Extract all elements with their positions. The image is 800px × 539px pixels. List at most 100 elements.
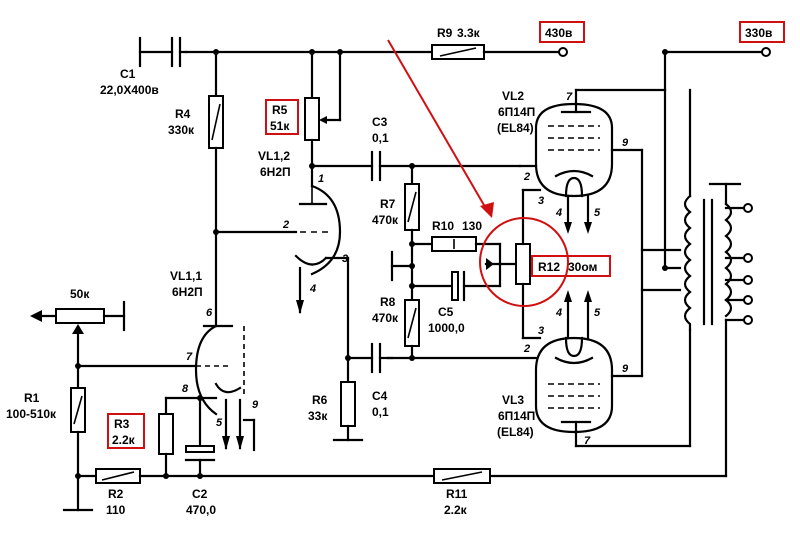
r12-highlight-circle (479, 217, 569, 307)
c3-ref: C3 (372, 115, 388, 129)
r5-label-box (265, 99, 299, 135)
vl12-pin2: 2 (282, 219, 289, 231)
r6-value: 33к (308, 409, 328, 423)
vl3-pin9: 9 (622, 363, 629, 375)
vl2-pin2: 2 (523, 171, 530, 183)
vl11-pin8: 8 (182, 383, 189, 395)
r7-ref: R7 (380, 197, 396, 211)
c1-ref: C1 (120, 67, 136, 81)
vl3-pin2: 2 (523, 343, 530, 355)
pointer-arrow (387, 39, 489, 213)
terminal-430v (558, 47, 568, 57)
r10-resistor (431, 236, 477, 252)
r3-ref: R3 (114, 417, 130, 431)
junction-dot (409, 355, 415, 361)
r5-value: 51к (270, 119, 290, 133)
r3-resistor (158, 413, 174, 455)
vl12-ref: VL1,2 (258, 149, 290, 163)
r9-value: 3.3к (457, 26, 481, 40)
terminal-330v (761, 47, 771, 57)
junction-dot (163, 473, 169, 479)
r3-label-box (107, 413, 145, 449)
output-transformer (683, 182, 742, 332)
c4-value: 0,1 (372, 405, 389, 419)
pot-value: 50к (70, 287, 90, 301)
c1-value: 22,0X400в (100, 83, 159, 97)
c5-value: 1000,0 (428, 321, 465, 335)
vl2-pin4: 4 (555, 207, 562, 219)
vl12-type: 6Н2П (260, 165, 291, 179)
r10-ref: R10 (432, 219, 454, 233)
pot-input-arrow (30, 310, 42, 322)
c3-value: 0,1 (372, 131, 389, 145)
vl12-tube (294, 184, 350, 314)
r12-label-box (531, 255, 611, 277)
junction-dot (409, 263, 415, 269)
c2-capacitor (184, 445, 216, 462)
r3-value: 2.2к (112, 433, 136, 447)
r2-ref: R2 (108, 487, 124, 501)
junction-dot (197, 473, 203, 479)
r1-resistor (70, 387, 86, 433)
vl3-pin5: 5 (594, 307, 601, 319)
vl2-alt: (EL84) (497, 121, 534, 135)
vl3-ref: VL3 (502, 393, 524, 407)
vl11-pin9: 9 (252, 399, 259, 411)
r2-value: 110 (106, 503, 126, 517)
speaker-terminal (743, 253, 753, 263)
r11-resistor (433, 468, 491, 484)
r6-resistor (340, 381, 356, 427)
pointer-arrowhead (480, 202, 494, 218)
r11-value: 2.2к (444, 503, 468, 517)
vl2-type: 6П14П (498, 105, 535, 119)
r9-ref: R9 (437, 26, 453, 40)
r4-resistor (208, 95, 224, 149)
vl11-pin6: 6 (206, 307, 213, 319)
pot-50k (55, 308, 105, 324)
speaker-terminal (743, 295, 753, 305)
r12-value: 30ом (568, 260, 598, 274)
c4-capacitor (370, 342, 382, 374)
vl3-pin3: 3 (538, 325, 544, 337)
vl2-pin7: 7 (566, 91, 573, 103)
r12-resistor (515, 243, 531, 285)
vl12-pin1: 1 (318, 173, 324, 185)
vl2-pin9: 9 (622, 137, 629, 149)
r2-resistor (95, 468, 141, 484)
pot-wiper-arrow (72, 324, 84, 334)
r8-value: 470к (372, 311, 399, 325)
r12-arrow (486, 258, 494, 270)
vl11-tube (194, 324, 245, 450)
r11-ref: R11 (446, 487, 468, 501)
vl12-pin3: 3 (342, 253, 348, 265)
vl2-tube (534, 88, 614, 234)
label-330v-box (739, 21, 785, 43)
speaker-terminal (743, 203, 753, 213)
r5-trimmer (304, 97, 320, 141)
r1-ref: R1 (24, 391, 40, 405)
vl12-pin4: 4 (309, 283, 316, 295)
r4-value: 330к (168, 123, 195, 137)
r7-value: 470к (372, 213, 399, 227)
r4-ref: R4 (175, 107, 191, 121)
r5-ref: R5 (272, 103, 288, 117)
r8-resistor (404, 299, 420, 347)
vl3-pin4: 4 (555, 307, 562, 319)
c5-ref: C5 (438, 305, 454, 319)
r8-ref: R8 (380, 295, 396, 309)
vl2-ref: VL2 (502, 89, 524, 103)
vl11-pin5: 5 (216, 417, 223, 429)
speaker-terminal (743, 275, 753, 285)
vl11-pin7: 7 (186, 351, 193, 363)
vl3-alt: (EL84) (497, 425, 534, 439)
vl11-ref: VL1,1 (170, 269, 202, 283)
c1-capacitor (138, 36, 188, 68)
c3-capacitor (370, 150, 382, 182)
label-430v-box (539, 21, 585, 43)
r6-ref: R6 (312, 393, 328, 407)
r7-resistor (404, 183, 420, 231)
r9-resistor (431, 44, 485, 60)
speaker-terminal (743, 315, 753, 325)
r10-value: 130 (462, 219, 482, 233)
